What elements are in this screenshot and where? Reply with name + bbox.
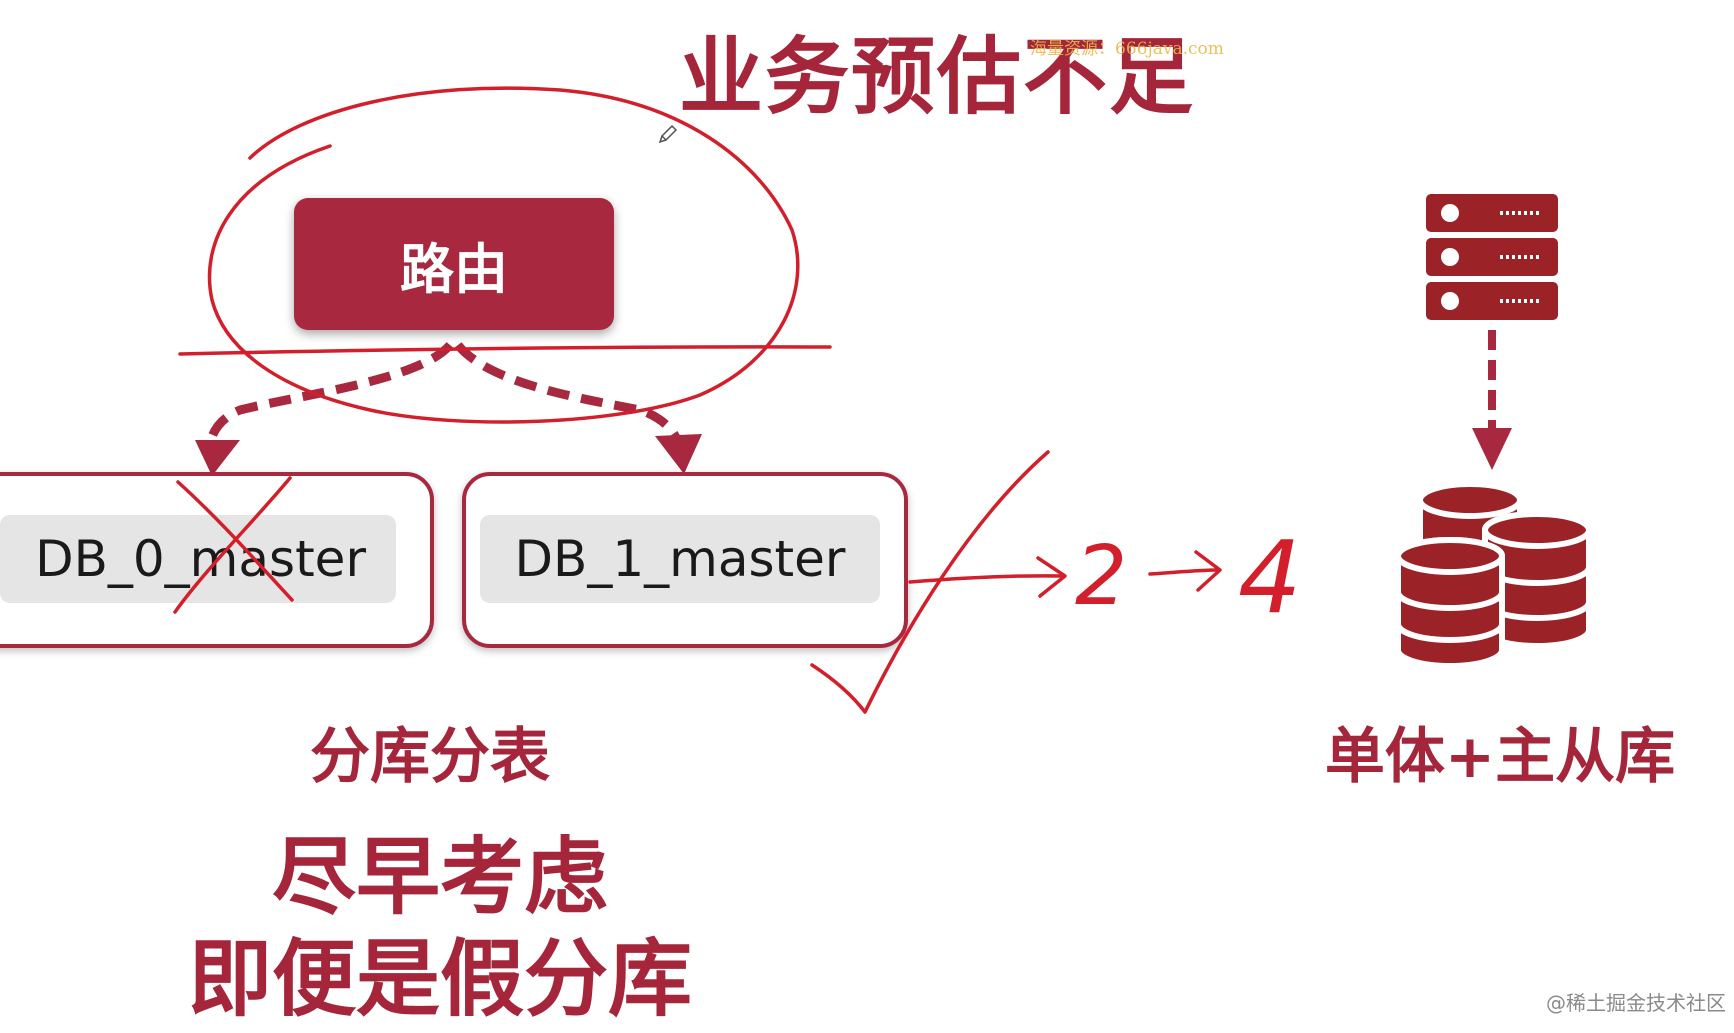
caption-consider-early: 尽早考虑 <box>271 828 608 926</box>
arrow-head-1 <box>1036 556 1067 598</box>
caption-single-master-slave: 单体+主从库 <box>1324 722 1676 792</box>
arrowhead-server-db <box>1472 428 1512 470</box>
arrow-stroke-2 <box>1148 568 1220 576</box>
server-rack-icon <box>1426 194 1558 320</box>
checkmark-annotation <box>810 450 1050 714</box>
annotation-four: 4 <box>1238 519 1302 636</box>
db1-label: DB_1_master <box>480 515 880 603</box>
watermark-top: 海量资源：666java.com <box>1030 39 1224 59</box>
circle-annotation <box>207 86 800 424</box>
arrowhead-db0 <box>195 440 240 476</box>
arrow-router-to-db1 <box>454 342 685 453</box>
arrow-stroke-1 <box>908 574 1064 584</box>
underline-annotation <box>178 345 832 356</box>
caption-fake-sharding: 即便是假分库 <box>187 930 692 1028</box>
page-title: 业务预估不足 <box>678 28 1195 126</box>
database-stack-icon <box>1395 481 1592 669</box>
arrowhead-db1 <box>655 434 702 474</box>
router-node: 路由 <box>294 198 614 330</box>
watermark-bottom: @稀土掘金技术社区 <box>1546 991 1726 1015</box>
arrow-router-to-db0 <box>205 341 454 456</box>
arrow-head-2 <box>1194 550 1222 592</box>
pencil-icon <box>658 124 678 144</box>
caption-sharding: 分库分表 <box>310 722 550 792</box>
cross-stroke-2 <box>173 476 292 614</box>
annotation-two: 2 <box>1075 529 1127 624</box>
